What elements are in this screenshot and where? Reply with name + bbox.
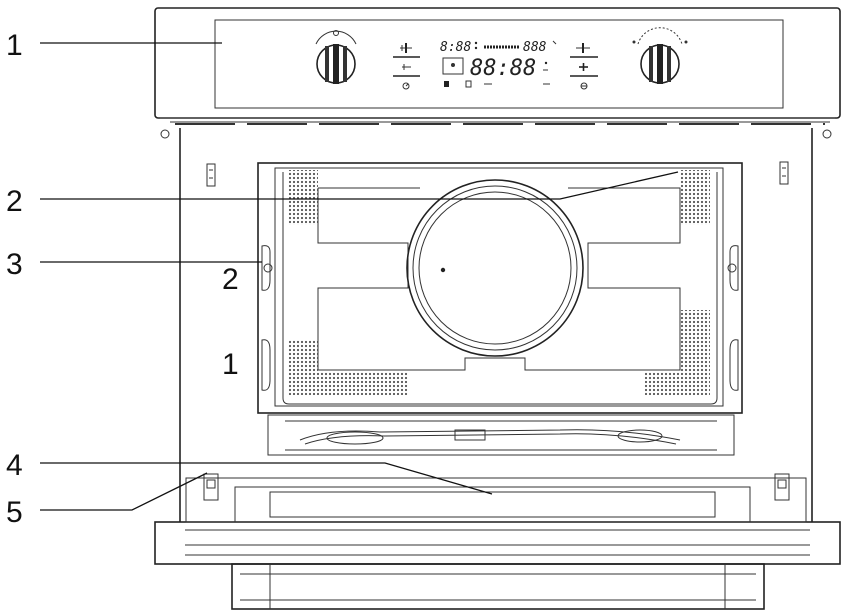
callout-1: 1 (6, 29, 23, 62)
plus-icon[interactable] (579, 63, 588, 71)
display-time-main: 88:88 (470, 56, 536, 81)
auto-menu-icon[interactable] (402, 64, 411, 70)
callout-3: 3 (6, 248, 23, 281)
display-time-small: 8:88 (440, 40, 471, 55)
callout-leaders (40, 42, 679, 511)
display-mode-box (442, 57, 464, 75)
callout-labels: 1 2 3 4 5 2 1 (6, 29, 239, 529)
function-knob[interactable] (315, 30, 357, 85)
oven-cavity (257, 162, 743, 456)
lower-element-tray (267, 414, 735, 456)
shelf-level-upper: 2 (222, 263, 239, 296)
side-rack-left (261, 245, 273, 391)
shelf-level-lower: 1 (222, 348, 239, 381)
display-power: 888 (523, 40, 547, 55)
leader-5 (40, 472, 208, 511)
start-icon[interactable] (576, 43, 590, 53)
callout-5: 5 (6, 496, 23, 529)
callout-4: 4 (6, 449, 23, 482)
oven-door (154, 473, 841, 610)
door-hinge-left (203, 473, 219, 501)
leader-4 (40, 462, 493, 495)
mesh-upper-left (288, 170, 318, 225)
mesh-lower-left-vertical (288, 340, 318, 395)
lcd-display: 8:88 888 88:88 (440, 40, 557, 88)
right-button-column (570, 43, 598, 90)
turntable-plate (406, 179, 584, 357)
left-button-column (393, 43, 420, 90)
stop-icon[interactable] (580, 82, 588, 90)
right-door-latch (779, 161, 789, 185)
timer-knob[interactable] (632, 27, 688, 84)
door-handle (231, 563, 765, 610)
door-hinge-right (774, 473, 790, 501)
mesh-upper-right (680, 170, 710, 225)
callout-2: 2 (6, 185, 23, 218)
clock-icon[interactable] (402, 82, 410, 90)
leader-2 (40, 171, 679, 200)
side-rack-right (727, 245, 739, 391)
mesh-lower-right-horizontal (645, 372, 680, 395)
oven-cabinet (160, 128, 832, 522)
left-door-latch (206, 163, 216, 187)
microwave-icon[interactable] (400, 43, 412, 53)
mesh-lower-left-horizontal (318, 372, 408, 395)
mesh-lower-right-vertical (680, 310, 710, 395)
control-panel (154, 7, 841, 125)
